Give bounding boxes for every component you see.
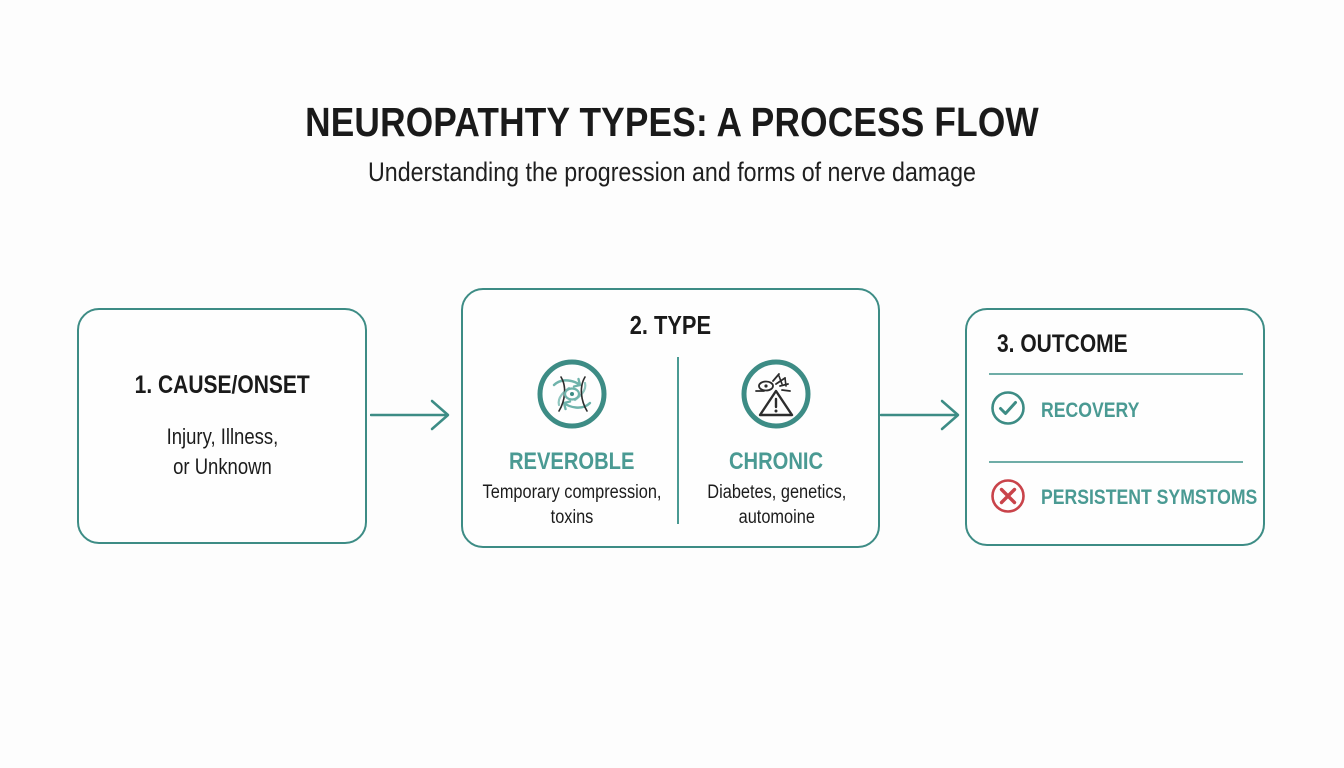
step3-title: 3. OUTCOME xyxy=(997,330,1128,358)
process-flow: 1. CAUSE/ONSET Injury, Illness, or Unkno… xyxy=(0,280,1344,560)
step-box-cause-onset[interactable]: 1. CAUSE/ONSET Injury, Illness, or Unkno… xyxy=(77,308,367,544)
page-subtitle: Understanding the progression and forms … xyxy=(368,157,976,188)
type-column-chronic[interactable]: CHRONIC Diabetes, genetics, automoine xyxy=(685,353,868,531)
step1-title: 1. CAUSE/ONSET xyxy=(134,371,310,400)
type-desc-reversible-line1: Temporary compression, xyxy=(482,482,662,503)
step1-description: Injury, Illness, or Unknown xyxy=(166,422,278,480)
type-column-divider xyxy=(676,357,679,524)
check-circle-icon xyxy=(989,389,1027,432)
diagram-header: NEUROPATHTY TYPES: A PROCESS FLOW Unders… xyxy=(0,100,1344,188)
outcome-row-recovery[interactable]: RECOVERY xyxy=(989,375,1243,447)
x-circle-icon xyxy=(989,477,1027,520)
type-desc-chronic: Diabetes, genetics, automoine xyxy=(707,480,846,531)
step2-title: 2. TYPE xyxy=(629,310,712,340)
nerve-damage-warning-icon xyxy=(739,357,813,436)
type-column-reversible[interactable]: REVEROBLE Temporary compression, toxins xyxy=(473,353,671,531)
step1-description-line1: Injury, Illness, xyxy=(166,424,278,450)
type-label-chronic: CHRONIC xyxy=(729,448,824,475)
outcome-divider-middle xyxy=(989,460,1243,463)
arrow-cause-to-type xyxy=(369,398,458,437)
step1-description-line2: or Unknown xyxy=(172,453,272,479)
outcome-label-recovery: RECOVERY xyxy=(1041,398,1140,422)
nerve-regeneration-icon xyxy=(535,357,609,436)
page-title: NEUROPATHTY TYPES: A PROCESS FLOW xyxy=(305,99,1039,145)
type-columns: REVEROBLE Temporary compression, toxins xyxy=(473,353,868,536)
type-desc-reversible-line2: toxins xyxy=(550,507,594,529)
outcome-label-persistent: PERSISTENT SYMSTOMS xyxy=(1041,486,1258,510)
step-box-type[interactable]: 2. TYPE xyxy=(461,288,880,548)
type-desc-chronic-line2: automoine xyxy=(738,507,815,529)
type-desc-chronic-line1: Diabetes, genetics, xyxy=(706,482,846,503)
type-label-reversible: REVEROBLE xyxy=(509,448,635,475)
step-box-outcome[interactable]: 3. OUTCOME RECOVERY PERSISTENT SYMSTOMS xyxy=(965,308,1265,546)
arrow-type-to-outcome xyxy=(879,398,968,437)
type-desc-reversible: Temporary compression, toxins xyxy=(482,480,661,531)
outcome-row-persistent[interactable]: PERSISTENT SYMSTOMS xyxy=(989,463,1257,535)
outcome-divider-top xyxy=(989,373,1243,375)
